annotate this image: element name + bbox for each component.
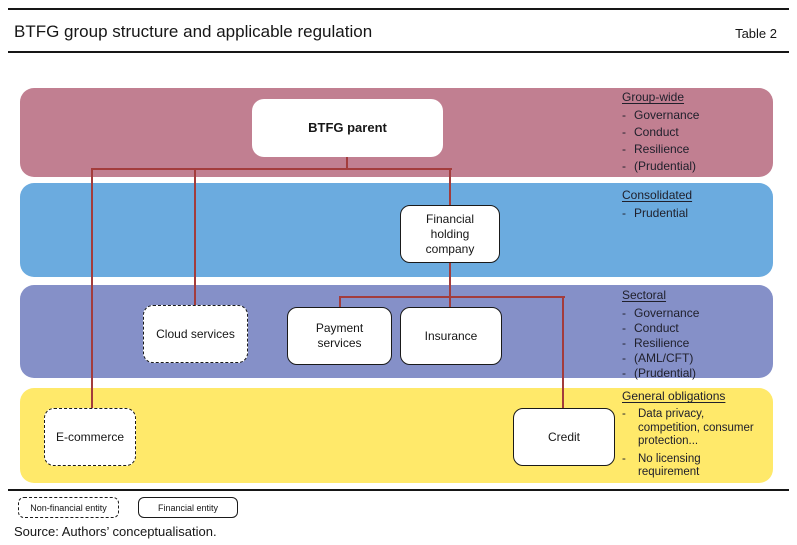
page-title: BTFG group structure and applicable regu… (14, 22, 373, 41)
annotation-sectoral: Sectoral -Governance -Conduct -Resilienc… (622, 288, 770, 381)
legend-non-financial-entity: Non-financial entity (18, 497, 119, 518)
bullet: - (622, 366, 626, 380)
band-item: -Resilience (622, 142, 690, 156)
bullet: - (622, 452, 626, 465)
bullet: - (622, 125, 626, 139)
node-label: Payment services (315, 321, 364, 350)
node-label: Cloud services (156, 326, 235, 341)
band-item: -(AML/CFT) (622, 351, 694, 365)
bullet: - (622, 108, 626, 122)
bullet: - (622, 408, 626, 420)
legend-label: Non-financial entity (30, 502, 107, 513)
table-label: Table 2 (735, 26, 777, 41)
connector-parent-stub (346, 156, 348, 169)
node-label: Financial holding company (425, 211, 475, 256)
title-underline-rule (8, 51, 789, 53)
bottom-rule (8, 489, 789, 491)
node-payment-services: Payment services (287, 307, 392, 365)
bullet: - (622, 206, 626, 220)
bullet: - (622, 306, 626, 320)
band-general (20, 388, 773, 483)
band-item: -Governance (622, 306, 700, 320)
annotation-consolidated: Consolidated -Prudential (622, 188, 770, 221)
node-insurance: Insurance (400, 307, 502, 365)
band-item: -Governance (622, 108, 700, 122)
top-rule (8, 8, 789, 10)
annotation-group-wide: Group-wide -Governance -Conduct -Resilie… (622, 90, 770, 174)
node-e-commerce: E-commerce (44, 408, 136, 466)
node-label: Insurance (424, 328, 478, 343)
band-heading: Consolidated (622, 188, 693, 202)
band-item: -(Prudential) (622, 159, 697, 173)
connector-drop-payment (339, 296, 341, 308)
connector-fhc-to-insurance (449, 262, 451, 308)
band-item: -(Prudential) (622, 366, 697, 380)
bullet: - (622, 159, 626, 173)
node-label: Credit (547, 429, 580, 444)
node-label: BTFG parent (308, 119, 387, 135)
band-heading: Sectoral (622, 288, 667, 302)
band-item: -Data privacy, competition, consumer pro… (622, 408, 754, 447)
legend-label: Financial entity (157, 502, 219, 513)
legend-financial-entity: Financial entity (138, 497, 238, 518)
band-heading: Group-wide (622, 90, 685, 104)
band-item: -No licensing requirement (622, 452, 701, 479)
connector-drop-ecommerce (91, 168, 93, 409)
band-item: -Resilience (622, 336, 690, 350)
bullet: - (622, 142, 626, 156)
node-cloud-services: Cloud services (143, 305, 248, 363)
bullet: - (622, 351, 626, 365)
annotation-general-obligations: General obligations -Data privacy, compe… (622, 389, 770, 480)
connector-drop-cloud (194, 168, 196, 306)
band-item: -Conduct (622, 125, 679, 139)
node-label: E-commerce (55, 429, 124, 444)
source-note: Source: Authors’ conceptualisation. (14, 524, 217, 539)
connector-drop-fhc (449, 168, 451, 206)
connector-drop-credit (562, 296, 564, 409)
bullet: - (622, 336, 626, 350)
node-credit: Credit (513, 408, 615, 466)
connector-mid-rail (339, 296, 565, 298)
band-item: -Conduct (622, 321, 679, 335)
band-heading: General obligations (622, 389, 726, 403)
band-consolidated (20, 183, 773, 277)
connector-top-rail (91, 168, 452, 170)
node-btfg-parent: BTFG parent (252, 99, 443, 157)
node-financial-holding-company: Financial holding company (400, 205, 500, 263)
bullet: - (622, 321, 626, 335)
band-item: -Prudential (622, 206, 689, 220)
